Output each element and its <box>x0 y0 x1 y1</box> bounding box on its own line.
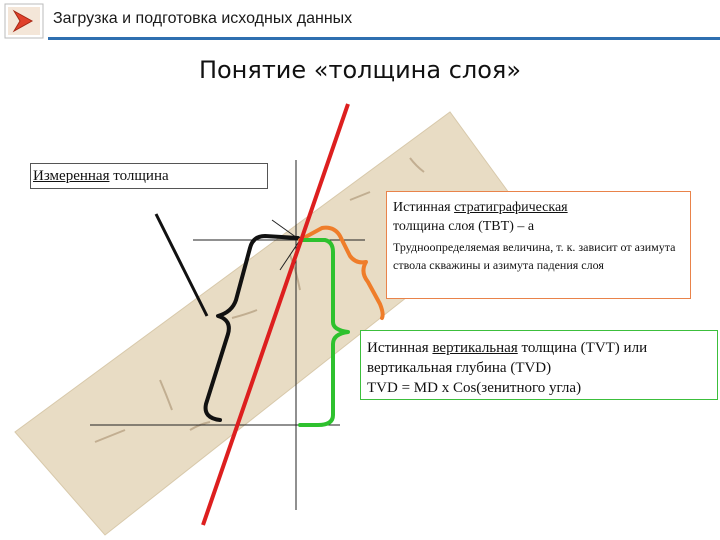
tvt-bracket <box>298 238 350 427</box>
tvt-line1-suffix: толщина (TVT) или <box>517 340 648 356</box>
measured-thickness-bracket <box>203 234 300 422</box>
tbt-label-box: Истинная стратиграфическая толщина слоя … <box>386 191 691 299</box>
header-bar: Загрузка и подготовка исходных данных <box>0 0 720 40</box>
tvt-line2: вертикальная глубина (TVD) <box>367 360 552 376</box>
slide-title: Понятие «толщина слоя» <box>198 56 522 84</box>
borehole-line <box>201 103 350 526</box>
header-title: Загрузка и подготовка исходных данных <box>53 10 353 27</box>
tvt-label-box: Истинная вертикальная толщина (TVT) или … <box>360 330 718 400</box>
tvt-line1-underlined: вертикальная <box>432 340 518 356</box>
header-divider <box>48 37 720 40</box>
tvt-line3: TVD = MD x Cos(зенитного угла) <box>367 380 582 396</box>
tbt-line2: толщина слоя (TBT) – а <box>393 219 535 234</box>
measured-thickness-label: Измеренная толщина <box>30 163 268 189</box>
tbt-note: Трудноопределяемая величина, т. к. завис… <box>393 240 676 272</box>
tbt-line1-underlined: стратиграфическая <box>454 200 568 215</box>
tbt-bracket <box>298 225 385 320</box>
measured-underlined-word: Измеренная <box>33 168 110 184</box>
tvt-line1-prefix: Истинная <box>367 340 433 356</box>
tbt-line1-prefix: Истинная <box>393 200 455 215</box>
measured-rest: толщина <box>109 168 169 184</box>
measured-pointer-line <box>154 213 209 317</box>
arrow-logo-icon <box>4 3 44 39</box>
